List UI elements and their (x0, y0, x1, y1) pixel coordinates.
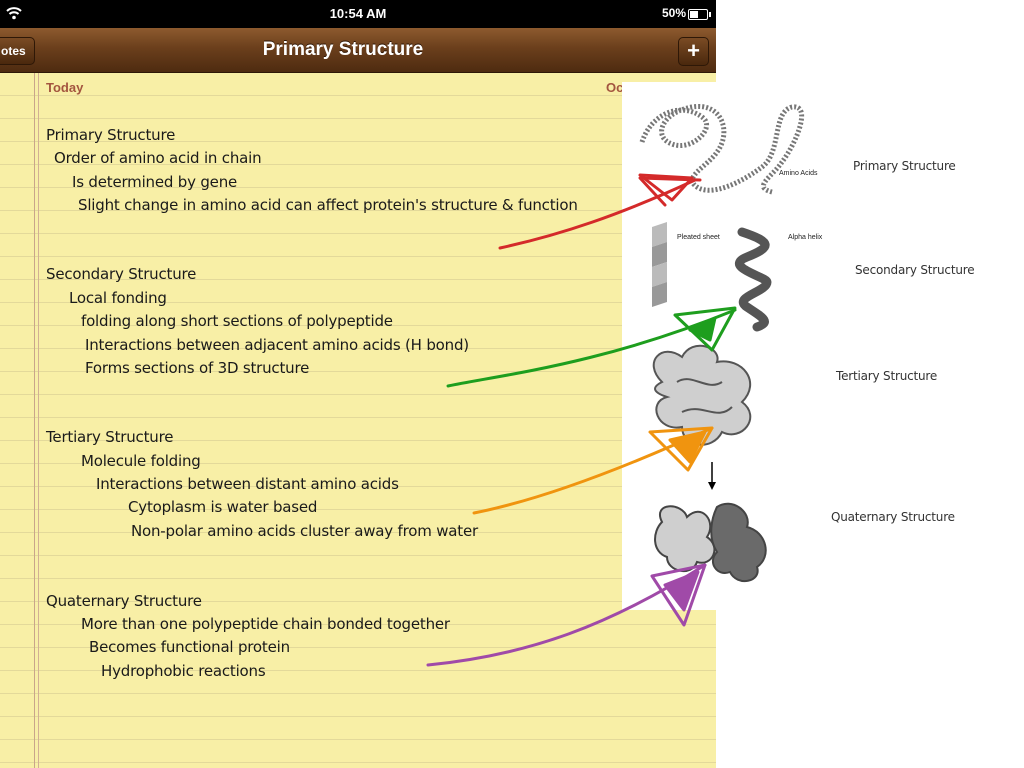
quaternary-complex-illustration (654, 502, 767, 582)
quaternary-structure-label: Quaternary Structure (831, 510, 955, 524)
note-title: Primary Structure (262, 39, 424, 60)
note-line: Molecule folding (81, 452, 201, 470)
note-line: Interactions between distant amino acids (96, 475, 399, 493)
note-line: folding along short sections of polypept… (81, 312, 393, 330)
margin-line (38, 73, 39, 768)
notes-back-button[interactable]: otes (0, 37, 35, 65)
note-line: Is determined by gene (72, 173, 238, 191)
heading-tertiary: Tertiary Structure (46, 428, 174, 446)
note-line: Forms sections of 3D structure (85, 359, 310, 377)
note-line: Order of amino acid in chain (54, 149, 262, 167)
margin-line (34, 73, 35, 768)
note-line: Becomes functional protein (89, 638, 290, 656)
alpha-helix-illustration (734, 227, 772, 332)
status-bar: 10:54 AM 50% (0, 0, 716, 28)
note-line: Slight change in amino acid can affect p… (78, 196, 578, 214)
battery-icon (688, 9, 711, 20)
add-note-button[interactable]: + (678, 37, 709, 66)
protein-structure-diagram: Amino Acids Pleated sheet Alpha helix Pr… (622, 82, 1024, 610)
note-line: Local fonding (69, 289, 167, 307)
amino-acid-chain-illustration (639, 104, 804, 195)
note-line: Hydrophobic reactions (101, 662, 266, 680)
wifi-icon (6, 7, 22, 20)
notes-app: 10:54 AM 50% otes Primary Structure + To… (0, 0, 716, 768)
pleated-sheet-illustration (652, 222, 667, 307)
protein-illustrations (639, 104, 804, 582)
primary-structure-label: Primary Structure (853, 159, 956, 173)
note-line: Non-polar amino acids cluster away from … (131, 522, 478, 540)
note-line: Interactions between adjacent amino acid… (85, 336, 469, 354)
heading-primary: Primary Structure (46, 126, 176, 144)
battery-percent: 50% (661, 6, 686, 20)
alpha-helix-label: Alpha helix (788, 234, 823, 241)
note-date: Today (46, 80, 84, 95)
status-time: 10:54 AM (329, 6, 387, 21)
note-line: Cytoplasm is water based (128, 498, 318, 516)
amino-acids-label: Amino Acids (779, 170, 818, 177)
note-date-right: Oc (606, 80, 624, 95)
tertiary-fold-illustration (652, 344, 752, 446)
heading-secondary: Secondary Structure (46, 265, 197, 283)
note-line: More than one polypeptide chain bonded t… (81, 615, 450, 633)
secondary-structure-label: Secondary Structure (855, 263, 975, 277)
pleated-sheet-label: Pleated sheet (677, 234, 720, 241)
note-paper[interactable] (0, 73, 716, 768)
nav-bar: otes Primary Structure + (0, 28, 716, 73)
tertiary-structure-label: Tertiary Structure (836, 369, 938, 383)
heading-quaternary: Quaternary Structure (46, 592, 202, 610)
